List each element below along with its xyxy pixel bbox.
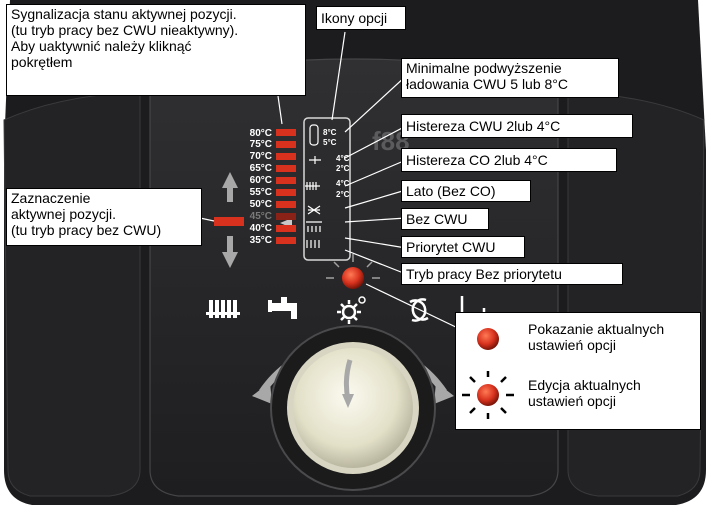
temp-label-40: 40°C [249, 223, 272, 234]
temperature-led [276, 129, 296, 136]
radiator-icon [206, 300, 240, 318]
temperature-led [276, 177, 296, 184]
cycle-icon [409, 298, 429, 322]
callout-line: pokrętłem [11, 54, 73, 70]
callout-line: aktywnej pozycji. [11, 206, 117, 222]
callout-active-position-mark: Zaznaczenie aktywnej pozycji. (tu tryb p… [6, 188, 202, 246]
temp-label-45: 45°C [249, 211, 272, 222]
callout-line: Minimalne podwyższenie [406, 60, 562, 76]
control-knob[interactable] [293, 348, 413, 468]
callout-ch-hysteresis: Histereza CO 2lub 4°C [401, 148, 617, 172]
legend-line: ustawień opcji [528, 393, 616, 409]
settings-sun-icon [337, 296, 366, 324]
dhw-hyst-value-4: 4°C [336, 154, 350, 163]
temp-label-55: 55°C [249, 187, 272, 198]
legend-box: Pokazanie aktualnych ustawień opcji Edyc… [455, 312, 701, 430]
callout-dhw-priority: Priorytet CWU [401, 236, 525, 258]
legend-line: ustawień opcji [528, 337, 616, 353]
up-arrow-icon [222, 172, 238, 202]
temperature-led [276, 213, 296, 220]
legend-line: Edycja aktualnych [528, 377, 641, 393]
callout-dhw-hysteresis: Histereza CWU 2lub 4°C [401, 114, 633, 138]
temperature-led [276, 189, 296, 196]
callout-min-charge-increase: Minimalne podwyższenie ładowania CWU 5 l… [401, 58, 619, 98]
ch-hyst-value-4: 4°C [336, 179, 350, 188]
callout-line: Zaznaczenie [11, 190, 91, 206]
temp-label-35: 35°C [249, 235, 272, 246]
temperature-led-column [276, 129, 296, 244]
callout-line: (tu tryb pracy bez CWU) [11, 222, 162, 238]
callout-active-position-signal: Sygnalizacja stanu aktywnej pozycji. (tu… [6, 4, 306, 96]
temp-label-65: 65°C [249, 163, 272, 174]
temp-label-50: 50°C [249, 199, 272, 210]
temperature-led [276, 201, 296, 208]
legend-line: Pokazanie aktualnych [528, 321, 665, 337]
callout-option-icons: Ikony opcji [316, 6, 406, 30]
boost-value-8: 8°C [323, 128, 337, 137]
temp-label-80: 80°C [249, 128, 272, 139]
legend-blinking-text: Edycja aktualnych ustawień opcji [528, 377, 641, 409]
ch-hyst-value-2: 2°C [336, 190, 350, 199]
dhw-hyst-value-2: 2°C [336, 164, 350, 173]
callout-no-dhw: Bez CWU [401, 208, 489, 230]
temperature-led [276, 225, 296, 232]
temperature-led [276, 141, 296, 148]
callout-line: ładowania CWU 5 lub 8°C [406, 76, 569, 92]
callout-summer: Lato (Bez CO) [401, 180, 531, 202]
temperature-led [276, 165, 296, 172]
temp-label-70: 70°C [249, 151, 272, 162]
callout-line: (tu tryb pracy bez CWU nieaktywny). [11, 22, 239, 38]
tap-icon [268, 297, 297, 319]
legend-led-icons [462, 328, 514, 419]
temp-label-75: 75°C [249, 139, 272, 150]
callout-line: Sygnalizacja stanu aktywnej pozycji. [11, 6, 237, 22]
legend-steady-text: Pokazanie aktualnych ustawień opcji [528, 321, 664, 353]
boost-value-5: 5°C [323, 138, 337, 147]
callout-line: Aby uaktywnić należy kliknąć [11, 38, 192, 54]
temp-label-60: 60°C [249, 175, 272, 186]
temperature-led [276, 237, 296, 244]
callout-no-priority: Tryb pracy Bez priorytetu [401, 263, 623, 285]
down-arrow-icon [222, 236, 238, 268]
temperature-led [276, 153, 296, 160]
